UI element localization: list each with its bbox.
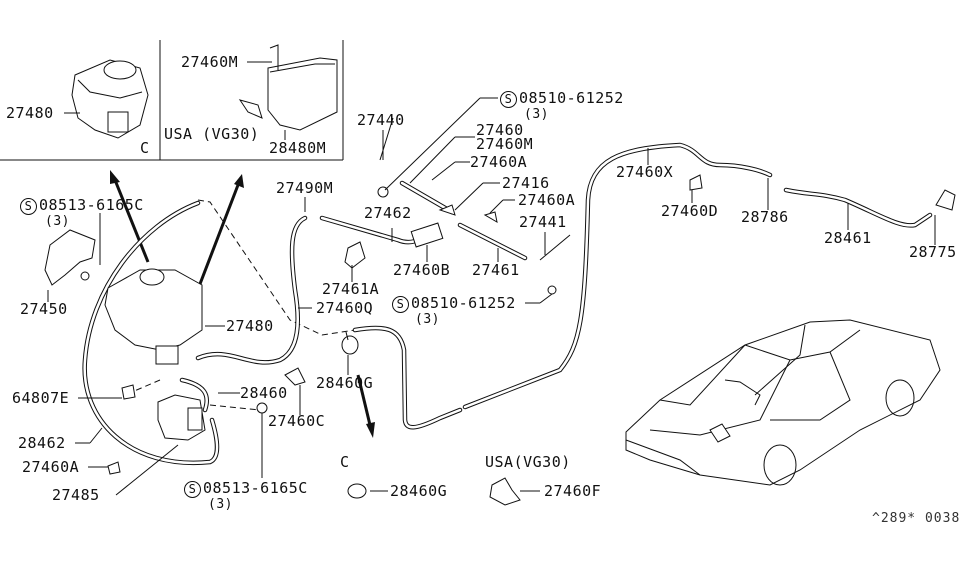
label-28460: 28460 (240, 384, 288, 402)
label-27460B: 27460B (393, 261, 451, 279)
inset-frame (0, 40, 344, 161)
label-variant-usa-bottom: USA(VG30) (485, 453, 571, 471)
label-27485: 27485 (52, 486, 100, 504)
diagram-reference-code: ^289* 0038 (872, 511, 961, 526)
label-28775: 28775 (909, 243, 957, 261)
label-27460Q: 27460Q (316, 299, 374, 317)
label-27450: 27450 (20, 300, 68, 318)
bolt-08510-bottom-qty: (3) (415, 312, 440, 327)
label-27460M: 27460M (476, 135, 534, 153)
label-28480M: 28480M (269, 139, 327, 157)
inset-arrows (110, 170, 244, 298)
bracket-drawing (44, 229, 96, 286)
c-variant-arrow (356, 374, 375, 438)
bolt-08513-top-qty: (3) (45, 214, 70, 229)
label-28460G: 28460G (316, 374, 374, 392)
label-27440: 27440 (357, 111, 405, 129)
circled-s-icon: S (392, 296, 409, 313)
label-28461: 28461 (824, 229, 872, 247)
label-27460: 27460 (476, 121, 524, 139)
label-variant-c-inset: C (140, 139, 150, 157)
label-variant-c-bottom: C (340, 453, 350, 471)
label-27460X: 27460X (616, 163, 674, 181)
label-27480-inset: 27480 (6, 104, 54, 122)
label-27480-main: 27480 (226, 317, 274, 335)
bolt-part-number: 08513-6165C (203, 479, 308, 497)
label-27490M: 27490M (276, 179, 334, 197)
small-parts (107, 117, 703, 506)
reservoir-tank-usa-drawing (238, 44, 338, 131)
reservoir-tank-c-drawing (71, 59, 149, 139)
bolt-08513-bottom-qty: (3) (208, 497, 233, 512)
label-64807E: 64807E (12, 389, 70, 407)
label-27460M-inset: 27460M (181, 53, 239, 71)
label-28462: 28462 (18, 434, 66, 452)
label-27460C: 27460C (268, 412, 326, 430)
washer-pump-drawing (157, 394, 206, 441)
label-27461A: 27461A (322, 280, 380, 298)
label-27462: 27462 (364, 204, 412, 222)
circled-s-icon: S (20, 198, 37, 215)
label-27416: 27416 (502, 174, 550, 192)
hoses (82, 142, 933, 466)
label-27460F: 27460F (544, 482, 602, 500)
label-27461: 27461 (472, 261, 520, 279)
bolt-part-number: 08510-61252 (519, 89, 624, 107)
reservoir-tank-drawing (104, 268, 203, 365)
bolt-08510-top-qty: (3) (524, 107, 549, 122)
label-28460G-c: 28460G (390, 482, 448, 500)
bolt-part-number: 08513-6165C (39, 196, 144, 214)
label-27441: 27441 (519, 213, 567, 231)
washer-nozzle-drawing (935, 189, 956, 211)
label-28786: 28786 (741, 208, 789, 226)
circled-s-icon: S (500, 91, 517, 108)
label-variant-usa-inset: USA (VG30) (164, 125, 260, 143)
leader-lines (47, 61, 936, 496)
label-27460D: 27460D (661, 202, 719, 220)
label-27460A-left: 27460A (22, 458, 80, 476)
label-27460A-mid: 27460A (470, 153, 528, 171)
vehicle-location-drawing (625, 319, 941, 486)
label-27460A-right: 27460A (518, 191, 576, 209)
bolt-part-number: 08510-61252 (411, 294, 516, 312)
circled-s-icon: S (184, 481, 201, 498)
